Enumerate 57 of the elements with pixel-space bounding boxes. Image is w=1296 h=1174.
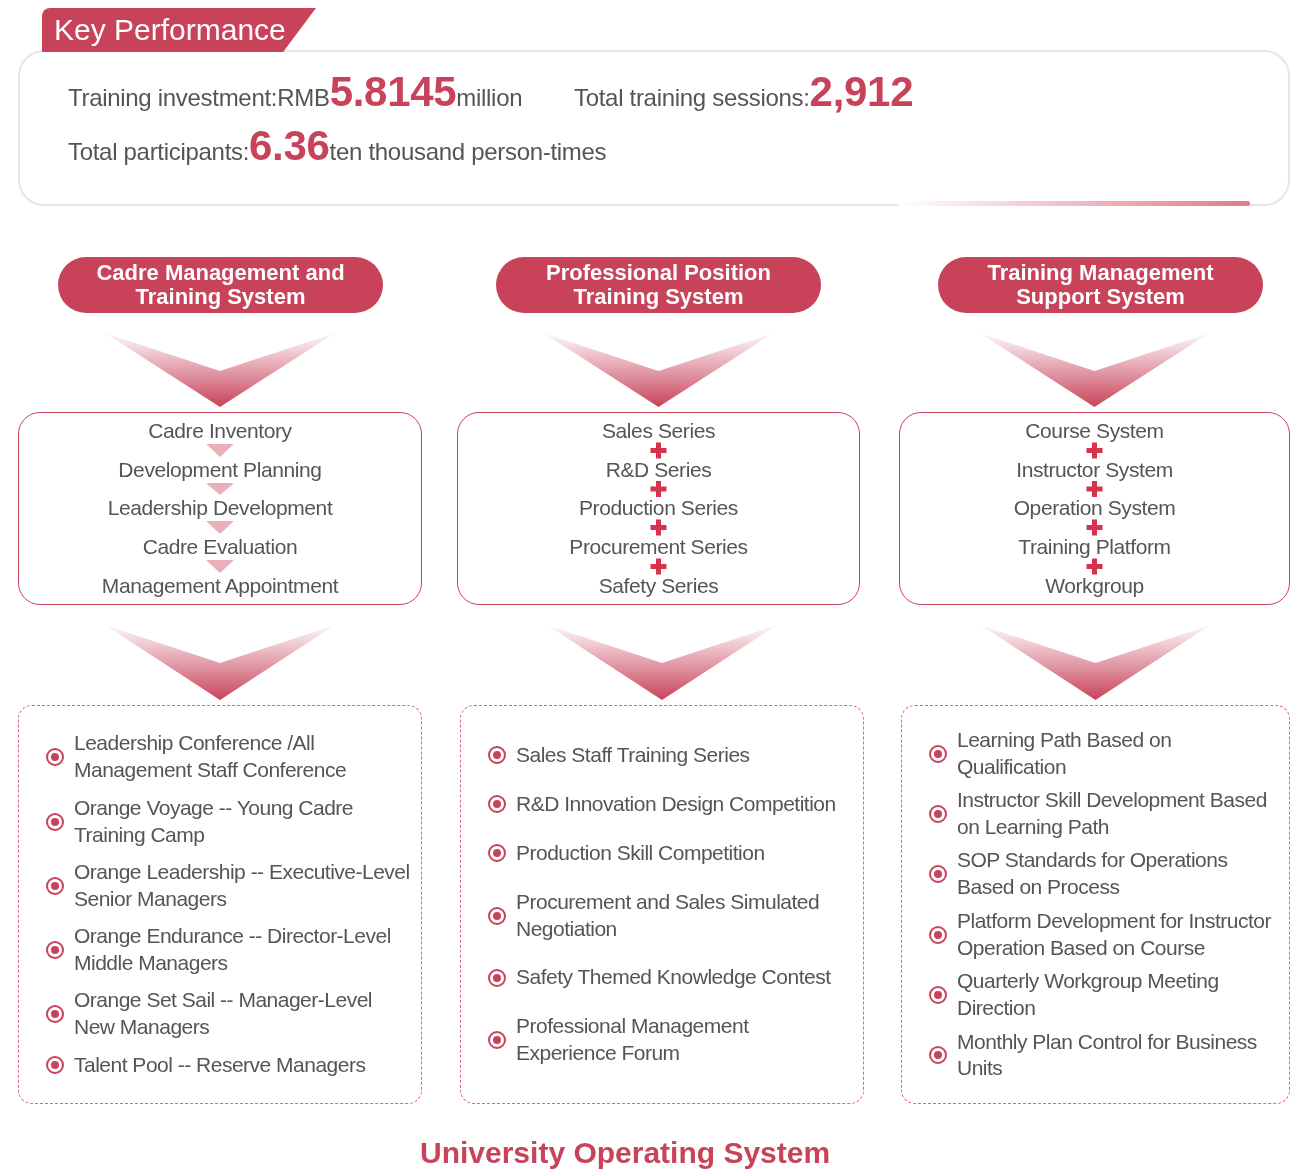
list-item-text: Instructor Skill Development Based on Learning Path bbox=[957, 787, 1268, 840]
step-label: Leadership Development bbox=[107, 495, 333, 521]
list-item-text: Sales Staff Training Series bbox=[516, 742, 750, 768]
dashed-box bbox=[901, 705, 1290, 1104]
list-item-text: Production Skill Competition bbox=[516, 839, 765, 866]
chevron-arrow bbox=[206, 483, 234, 495]
chevron-arrow bbox=[980, 625, 1211, 700]
list-item-text: R&D Innovation Design Competition bbox=[516, 790, 836, 817]
step-label: Safety Series bbox=[598, 573, 719, 599]
chevron-arrow bbox=[543, 333, 774, 407]
stat-text: Total participants:6.36ten thousand person-times bbox=[68, 122, 607, 170]
dashed-box bbox=[18, 705, 422, 1104]
step-label: Production Series bbox=[579, 495, 738, 521]
rounded-box bbox=[899, 412, 1290, 605]
step-label: Training Platform bbox=[1018, 534, 1171, 560]
list-item-text: Monthly Plan Control for Business Units bbox=[957, 1028, 1258, 1082]
step-label: Cadre Inventory bbox=[148, 418, 292, 444]
chevron-arrow bbox=[547, 625, 777, 700]
step-label: Cadre Evaluation bbox=[142, 534, 298, 560]
rounded-box bbox=[18, 412, 422, 605]
list-item-text: Leadership Conference /All Management Staff Conference bbox=[74, 730, 348, 784]
list-item-text: Orange Set Sail -- Manager-Level New Managers bbox=[74, 987, 373, 1041]
step-label: Workgroup bbox=[1045, 573, 1144, 599]
step-label: Course System bbox=[1025, 418, 1164, 444]
step-label: Sales Series bbox=[601, 418, 716, 444]
step-label: Management Appointment bbox=[101, 573, 339, 599]
step-label: Development Planning bbox=[118, 457, 322, 483]
list-item-text: SOP Standards for Operations Based on Process bbox=[957, 847, 1229, 901]
step-label: Operation System bbox=[1013, 495, 1176, 521]
chevron-arrow bbox=[105, 625, 335, 700]
dashed-box bbox=[460, 705, 864, 1104]
header-pill: Cadre Management and Training System bbox=[58, 257, 383, 313]
caption-text: University Operating System bbox=[420, 1136, 831, 1170]
stat-text: Training investment:RMB5.8145million bbox=[68, 68, 523, 116]
list-item-text: Orange Voyage -- Young Cadre Training Camp bbox=[74, 794, 355, 848]
list-item-text: Orange Endurance -- Director-Level Middle Managers bbox=[74, 923, 392, 976]
chevron-arrow bbox=[206, 444, 234, 457]
step-label: Instructor System bbox=[1016, 457, 1173, 483]
step-label: R&D Series bbox=[605, 457, 712, 483]
list-item-text: Safety Themed Knowledge Contest bbox=[516, 964, 831, 991]
list-item-text: Learning Path Based on Qualification bbox=[957, 726, 1173, 780]
list-item-text: Platform Development for Instructor Operation Based on Course bbox=[957, 907, 1272, 961]
header-pill: Training Management Support System bbox=[938, 257, 1263, 313]
step-label: Procurement Series bbox=[569, 534, 748, 560]
chevron-arrow bbox=[105, 333, 335, 407]
rounded-box bbox=[457, 412, 860, 605]
list-item-text: Orange Leadership -- Executive-Level Senior Managers bbox=[74, 858, 411, 912]
chevron-arrow bbox=[206, 521, 234, 534]
list-item-text: Procurement and Sales Simulated Negotiation bbox=[516, 888, 821, 942]
stat-text: Total training sessions:2,912 bbox=[574, 68, 914, 116]
chevron-arrow bbox=[979, 333, 1210, 407]
list-item-text: Professional Management Experience Forum bbox=[516, 1013, 750, 1067]
list-item-text: Quarterly Workgroup Meeting Direction bbox=[957, 968, 1220, 1022]
chevron-arrow bbox=[206, 560, 234, 573]
section-tab: Key Performance bbox=[42, 8, 316, 52]
list-item-text: Talent Pool -- Reserve Managers bbox=[74, 1051, 366, 1078]
header-pill: Professional Position Training System bbox=[496, 257, 821, 313]
